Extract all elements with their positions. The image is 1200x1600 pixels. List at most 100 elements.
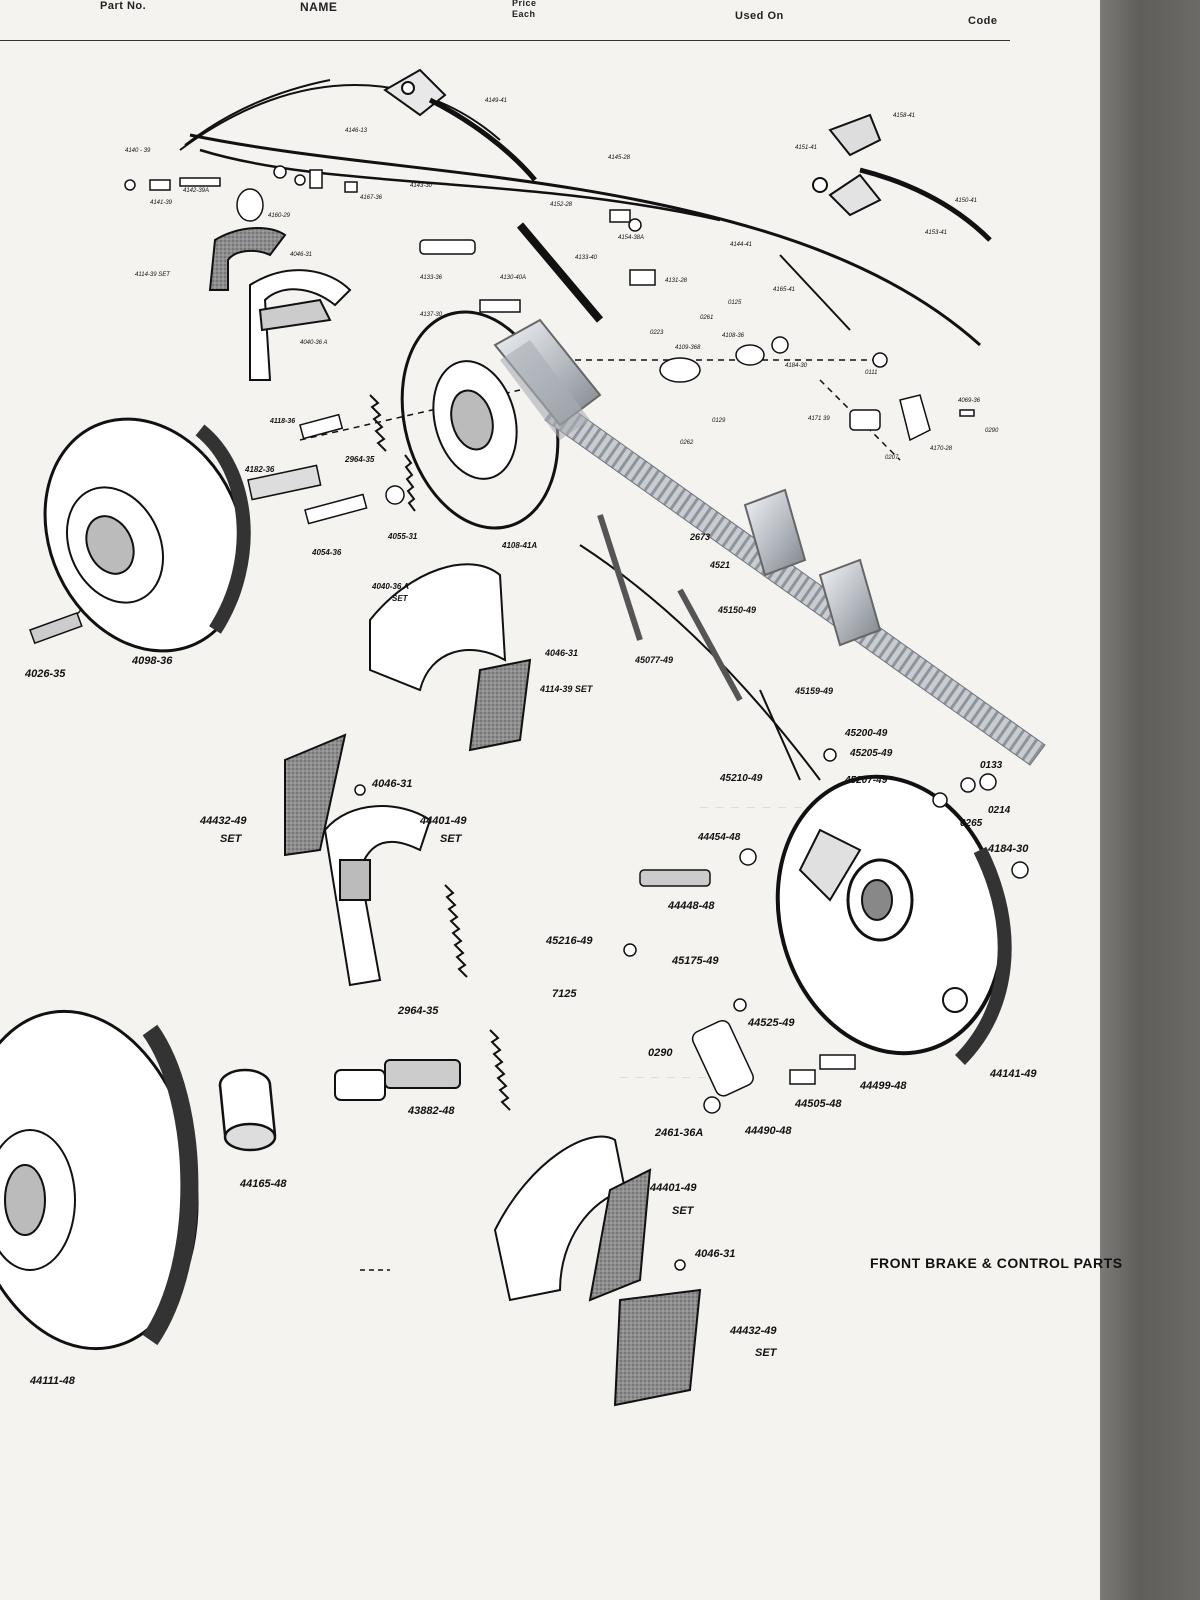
label-44111-48: 44111-48 (30, 1375, 75, 1387)
table-header: Part No. NAME Price Each Used On Code (0, 0, 1010, 41)
label-4069-36: 4069-36 (958, 398, 981, 404)
label-4109-368: 4109-368 (675, 345, 701, 351)
label-4151-41: 4151-41 (795, 145, 818, 151)
control-cable-2 (184, 79, 331, 146)
hand-lever-left (383, 68, 537, 182)
label-4152-28: 4152-28 (550, 202, 573, 208)
label-44401-49-a-set: SET (440, 833, 462, 845)
brake-shoe-middle (369, 563, 532, 752)
label-4160-29: 4160-29 (268, 213, 291, 219)
label-43882-48: 43882-48 (408, 1105, 455, 1117)
label-0262: 0262 (680, 440, 694, 446)
control-cable-5 (779, 254, 851, 331)
brake-lining-small-top (208, 227, 287, 291)
brake-lining-lower (613, 1288, 702, 1407)
bushing (218, 1068, 277, 1152)
brake-drum-upper (43, 417, 251, 653)
label-44432-49-a: 44432-49 (200, 815, 247, 827)
brake-pivot-pin (334, 1059, 461, 1101)
pins-and-bolts-left (29, 413, 405, 645)
label-45216-49: 45216-49 (546, 935, 593, 947)
label-4149-41: 4149-41 (485, 98, 508, 104)
label-4184-30: 4184-30 (988, 843, 1029, 855)
label-4141-39: 4141-39 (150, 200, 173, 206)
label-4040-36a: 4040-36 A (372, 582, 410, 591)
label-4133-40: 4133-40 (575, 255, 598, 261)
label-4026-35: 4026-35 (25, 668, 66, 680)
backing-plate-lower (775, 774, 1012, 1065)
label-44448-48: 44448-48 (668, 900, 715, 912)
return-spring-upper (369, 394, 416, 512)
small-fittings-lower (354, 748, 1029, 1271)
label-4046-31-a: 4046-31 (545, 648, 579, 658)
label-4114-39-set: 4114-39 SET (540, 684, 593, 694)
label-0129: 0129 (712, 418, 726, 424)
small-fittings-top-right (419, 209, 975, 442)
label-44401-49-b-set: SET (672, 1205, 694, 1217)
brake-shoe-top (249, 269, 352, 381)
label-4145-28: 4145-28 (608, 155, 631, 161)
label-4131-28: 4131-28 (665, 278, 688, 284)
label-4170-28: 4170-28 (930, 446, 953, 452)
label-2461-36a: 2461-36A (655, 1127, 704, 1139)
label-44454-48: 44454-48 (698, 832, 741, 843)
header-code: Code (968, 15, 998, 27)
label-4114-39-small: 4114-39 SET (135, 272, 170, 278)
label-45207-49: 45207-49 (845, 775, 888, 786)
return-spring-lower (444, 884, 511, 1111)
label-44401-49-a: 44401-49 (420, 815, 467, 827)
header-each: Each (512, 9, 536, 19)
label-44525-49: 44525-49 (748, 1017, 795, 1029)
label-4184-30-small: 4184-30 (785, 363, 808, 369)
brake-drum-lower (0, 1009, 199, 1351)
label-4158-41: 4158-41 (893, 113, 916, 119)
label-0290-small: 0290 (985, 428, 999, 434)
label-0265: 0265 (960, 818, 983, 829)
label-0290: 0290 (648, 1047, 673, 1059)
label-4521: 4521 (710, 560, 731, 570)
label-0133: 0133 (980, 760, 1003, 771)
control-cable-3 (189, 133, 982, 347)
label-45077-49: 45077-49 (635, 655, 674, 665)
label-44432-49-a-set: SET (220, 833, 242, 845)
label-44490-48: 44490-48 (745, 1125, 792, 1137)
label-4130-40a: 4130-40A (500, 275, 527, 281)
threaded-rod-tool (493, 318, 1046, 766)
label-4182-36: 4182-36 (245, 465, 275, 474)
header-part-no: Part No. (100, 0, 147, 12)
label-4118-36: 4118-36 (270, 418, 296, 425)
show-through-text-2: ― ― ― ― ― ― ― (700, 800, 802, 815)
label-4108-41a: 4108-41A (502, 541, 538, 550)
label-4133-36: 4133-36 (420, 275, 443, 281)
label-4167-36: 4167-36 (360, 195, 383, 201)
label-4046-31-small: 4046-31 (290, 252, 313, 258)
header-price: Price (512, 0, 537, 8)
label-44432-49-b-set: SET (755, 1347, 777, 1359)
countertop (1100, 0, 1200, 1600)
label-4054-36: 4054-36 (312, 548, 342, 557)
label-2964-35: 2964-35 (345, 455, 375, 464)
label-4171-39: 4171 39 (808, 416, 830, 422)
label-4142-39a: 4142-39A (183, 188, 210, 194)
label-44499-48: 44499-48 (860, 1080, 907, 1092)
label-4108-36: 4108-36 (722, 333, 745, 339)
label-4165-41: 4165-41 (773, 287, 796, 293)
label-44432-49-b: 44432-49 (730, 1325, 777, 1337)
label-45150-49: 45150-49 (718, 605, 757, 615)
label-4146-13: 4146-13 (345, 128, 368, 134)
label-0125: 0125 (728, 300, 742, 306)
label-4144-41: 4144-41 (730, 242, 753, 248)
label-0261: 0261 (700, 315, 714, 321)
label-44401-49-b: 44401-49 (650, 1182, 697, 1194)
label-4098-36: 4098-36 (132, 655, 173, 667)
label-4137-30: 4137-30 (420, 312, 443, 318)
brake-shoe-lower (493, 1135, 702, 1407)
label-4154-38a: 4154-38A (618, 235, 645, 241)
label-4150-41: 4150-41 (955, 198, 978, 204)
label-2964-35-b: 2964-35 (398, 1005, 439, 1017)
label-44141-49: 44141-49 (990, 1068, 1037, 1080)
label-45159-49: 45159-49 (795, 686, 834, 696)
brake-cable-middle (579, 514, 821, 781)
